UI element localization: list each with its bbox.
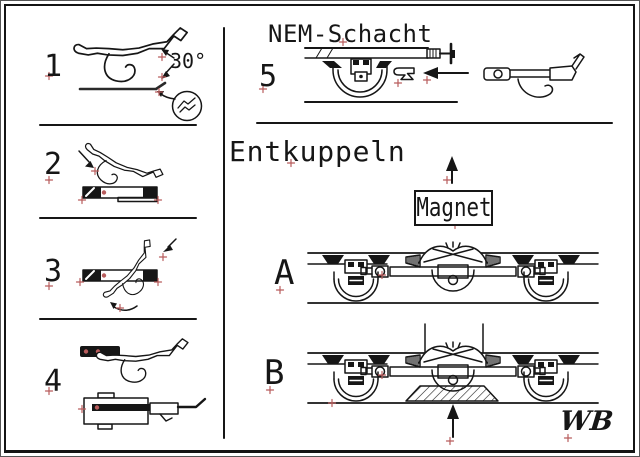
step2-shaft — [82, 186, 158, 203]
step4-shaft — [80, 346, 120, 357]
step1-shaft — [78, 81, 167, 91]
variant-a-left-bogie — [321, 254, 391, 302]
magnet-up-arrow — [446, 156, 458, 184]
cad-point-markers — [44, 37, 573, 446]
variant-a-right-bogie — [511, 254, 581, 302]
step5-wagon-underframe — [304, 42, 458, 103]
variant-b-up-arrow — [447, 404, 459, 438]
step5-loose-coupler — [483, 53, 585, 98]
variant-b-right-bogie — [511, 354, 581, 402]
angle-label: 30° — [170, 49, 207, 73]
uncoupling-heading: Entkuppeln — [229, 135, 406, 168]
nem-section-title: NEM-Schacht — [268, 20, 433, 48]
variant-a-diagram — [307, 241, 599, 304]
panel-dividers — [39, 27, 613, 439]
step3-press-arrow — [163, 238, 177, 252]
variant-b-left-bogie — [321, 354, 391, 402]
magnet-label-box: Magnet — [414, 190, 493, 226]
variant-b-coupling — [360, 341, 546, 392]
variant-b-diagram — [307, 341, 599, 404]
magnet-guide-lines — [424, 323, 484, 353]
magnet-label: Magnet — [415, 193, 492, 223]
step3-number: 3 — [44, 254, 63, 289]
step3-shaft — [82, 269, 158, 282]
variant-a-label: A — [274, 253, 295, 293]
step4-drawing — [80, 338, 207, 430]
step2-press-arrow — [78, 150, 94, 168]
step4-number: 4 — [44, 364, 63, 399]
step1-drawing — [73, 27, 203, 122]
step1-detail-circle — [157, 90, 203, 122]
step5-drawing — [304, 42, 585, 103]
variant-a-coupling — [360, 241, 546, 292]
step4-coupler — [95, 338, 189, 383]
step5-insert-arrow — [423, 67, 469, 79]
step3-rotate-arrow — [110, 302, 138, 311]
step5-number: 5 — [259, 59, 278, 94]
step2-drawing — [73, 131, 166, 206]
step1-number: 1 — [44, 49, 63, 84]
step5-nem-pocket — [393, 67, 415, 81]
author-signature: WB — [558, 406, 615, 437]
variant-b-track-magnet — [405, 385, 499, 402]
step4-assembled-unit — [83, 392, 207, 430]
step3-drawing — [82, 237, 177, 313]
variant-b-label: B — [264, 353, 285, 393]
step2-number: 2 — [44, 147, 63, 182]
